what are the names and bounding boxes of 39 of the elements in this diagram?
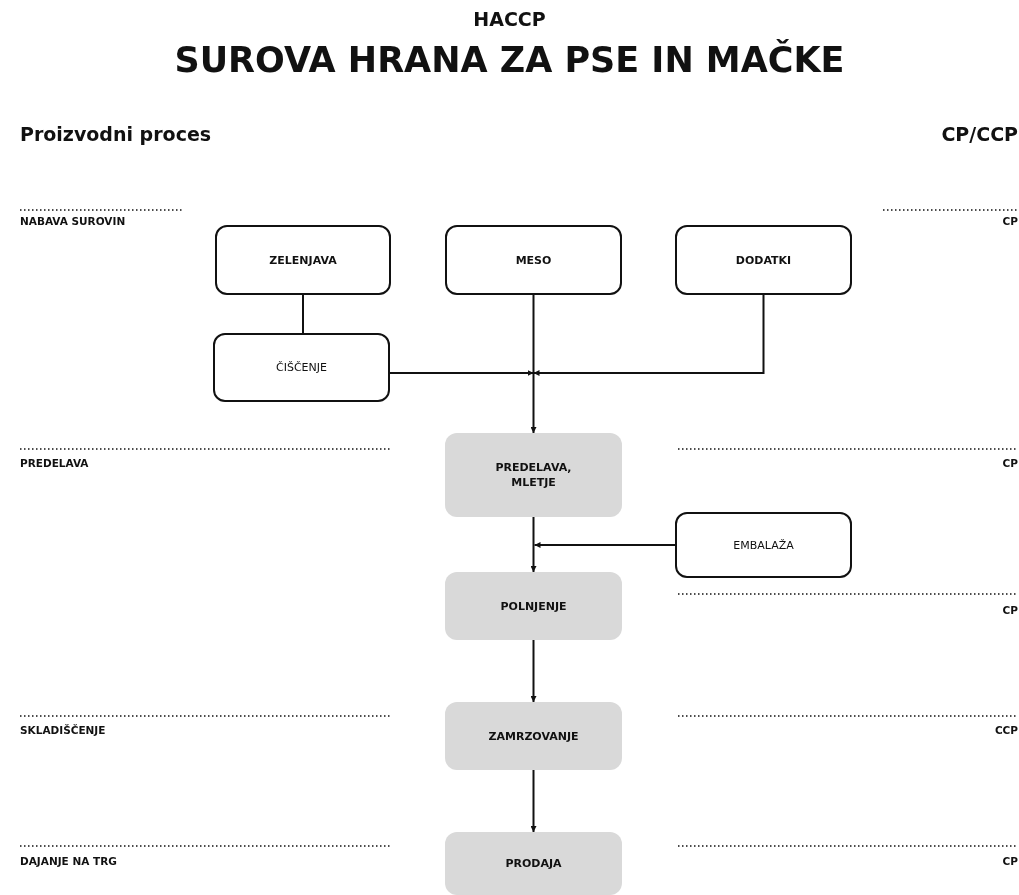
arrow bbox=[530, 639, 537, 703]
stage-label: SKLADIŠČENJE bbox=[20, 724, 106, 736]
arrow bbox=[530, 769, 537, 833]
process-box bbox=[445, 433, 622, 517]
step-label: PREDELAVA, MLETJE bbox=[494, 460, 573, 490]
step-box bbox=[675, 512, 852, 578]
control-point-label: CCP bbox=[994, 724, 1018, 736]
column-heading: Proizvodni proces bbox=[20, 123, 212, 145]
step-box bbox=[445, 225, 622, 295]
connector-line bbox=[302, 294, 304, 334]
step-label: ČIŠČENJE bbox=[276, 360, 327, 375]
step-label: ZELENJAVA bbox=[269, 252, 337, 268]
arrow bbox=[532, 294, 765, 376]
arrow bbox=[530, 516, 537, 573]
control-point-label: CP bbox=[1002, 457, 1018, 469]
arrow bbox=[389, 370, 535, 376]
arrow bbox=[533, 542, 676, 548]
control-point-label: CP bbox=[1002, 215, 1018, 227]
control-point-label: CP bbox=[1002, 855, 1018, 867]
step-label: EMBALAŽA bbox=[733, 537, 794, 553]
step-label: DODATKI bbox=[735, 252, 792, 268]
arrow bbox=[530, 294, 537, 434]
step-box bbox=[675, 225, 852, 295]
step-label: POLNJENJE bbox=[500, 598, 567, 614]
step-box bbox=[215, 225, 391, 295]
heading: HACCP bbox=[472, 8, 547, 30]
step-box bbox=[213, 333, 390, 402]
step-label: ZAMRZOVANJE bbox=[488, 728, 579, 744]
stage-label: NABAVA SUROVIN bbox=[20, 215, 126, 227]
control-point-label: CP bbox=[1002, 604, 1018, 616]
diagram-title: SUROVA HRANA ZA PSE IN MAČKE bbox=[173, 40, 846, 80]
column-heading: CP/CCP bbox=[941, 123, 1018, 145]
stage-label: DAJANJE NA TRG bbox=[20, 855, 117, 867]
step-label: MESO bbox=[515, 252, 552, 268]
stage-label: PREDELAVA bbox=[20, 457, 89, 469]
process-box bbox=[445, 702, 622, 770]
step-label: PRODAJA bbox=[505, 856, 562, 871]
process-box bbox=[445, 572, 622, 640]
process-box bbox=[445, 832, 622, 895]
